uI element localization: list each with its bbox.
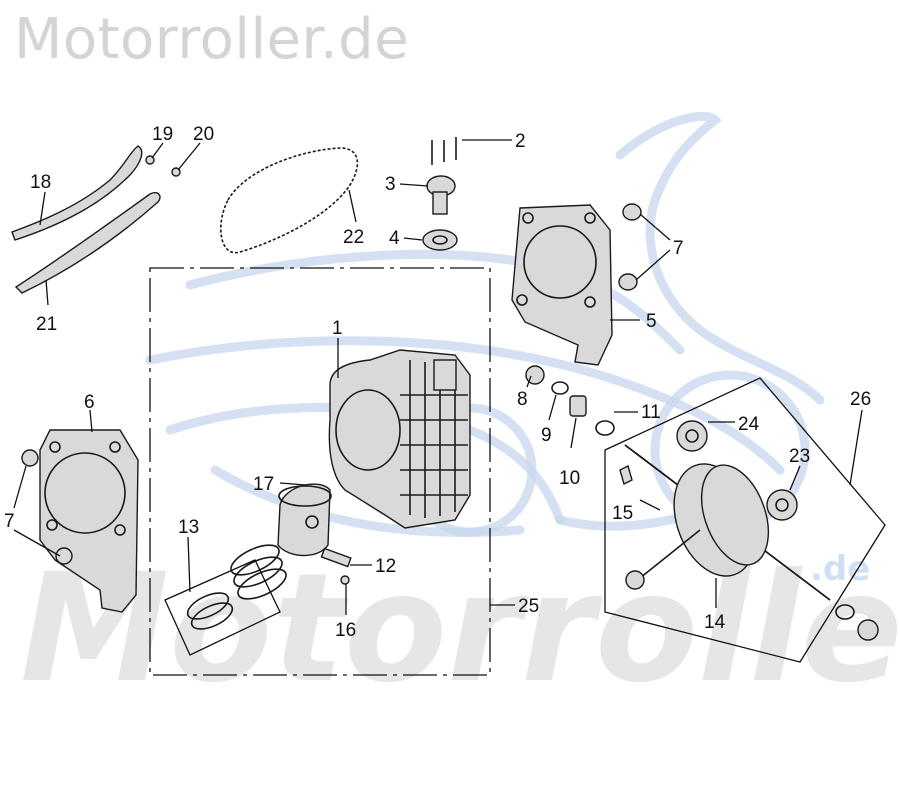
watermark-text: Motorroller xyxy=(20,542,900,716)
part-crank-bearings xyxy=(676,420,879,641)
callout-23: 23 xyxy=(789,446,810,467)
callout-15: 15 xyxy=(612,503,633,524)
callout-17: 17 xyxy=(253,474,274,495)
callout-2: 2 xyxy=(515,131,526,152)
part-dowel-pins-upper xyxy=(618,203,642,291)
part-piston xyxy=(277,483,332,557)
part-woodruff-key xyxy=(619,464,633,486)
callout-7-upper: 7 xyxy=(673,238,684,259)
part-dowel-pins-lower xyxy=(21,449,73,565)
part-guide-bolts xyxy=(145,155,181,177)
cylinder-kit-assembly-frame xyxy=(149,267,491,676)
part-crank-hardware xyxy=(525,365,615,436)
callout-13: 13 xyxy=(178,517,199,538)
callout-1: 1 xyxy=(332,318,343,339)
callout-6: 6 xyxy=(84,392,95,413)
part-piston-pin-and-clip xyxy=(320,547,352,585)
callout-24: 24 xyxy=(738,414,760,435)
callout-16: 16 xyxy=(335,620,356,641)
site-brand-title: Motorroller.de xyxy=(14,7,410,72)
callout-20: 20 xyxy=(193,124,214,145)
crankshaft-assembly-frame xyxy=(604,377,886,663)
callout-4: 4 xyxy=(389,228,400,249)
callout-19: 19 xyxy=(152,124,173,145)
callout-7-lower: 7 xyxy=(4,511,15,532)
part-cylinder xyxy=(328,349,471,529)
callout-14: 14 xyxy=(704,612,726,633)
callout-numbers: 19 20 18 21 22 2 3 4 5 7 1 6 7 17 13 12 … xyxy=(4,124,871,641)
callout-5: 5 xyxy=(646,311,657,332)
callout-26: 26 xyxy=(850,389,871,410)
callout-3: 3 xyxy=(385,174,396,195)
part-chain-guide-slider xyxy=(14,192,161,294)
part-cylinder-base-gasket xyxy=(39,429,139,613)
part-crankshaft xyxy=(624,444,831,601)
callout-leader-lines xyxy=(13,139,863,615)
callout-11: 11 xyxy=(641,402,661,423)
part-chain-tensioner-guide xyxy=(11,145,143,241)
callout-12: 12 xyxy=(375,556,396,577)
callout-22: 22 xyxy=(343,227,364,248)
part-piston-rings xyxy=(164,544,287,656)
watermark-suffix: .de xyxy=(810,549,870,589)
callout-9: 9 xyxy=(541,425,552,446)
callout-21: 21 xyxy=(36,314,57,335)
callout-18: 18 xyxy=(30,172,51,193)
part-cam-chain xyxy=(220,147,359,254)
part-chain-tensioner xyxy=(422,137,458,251)
callout-8: 8 xyxy=(517,389,528,410)
callout-25: 25 xyxy=(518,596,539,617)
part-cylinder-head-gasket xyxy=(511,204,613,366)
callout-10: 10 xyxy=(559,468,580,489)
